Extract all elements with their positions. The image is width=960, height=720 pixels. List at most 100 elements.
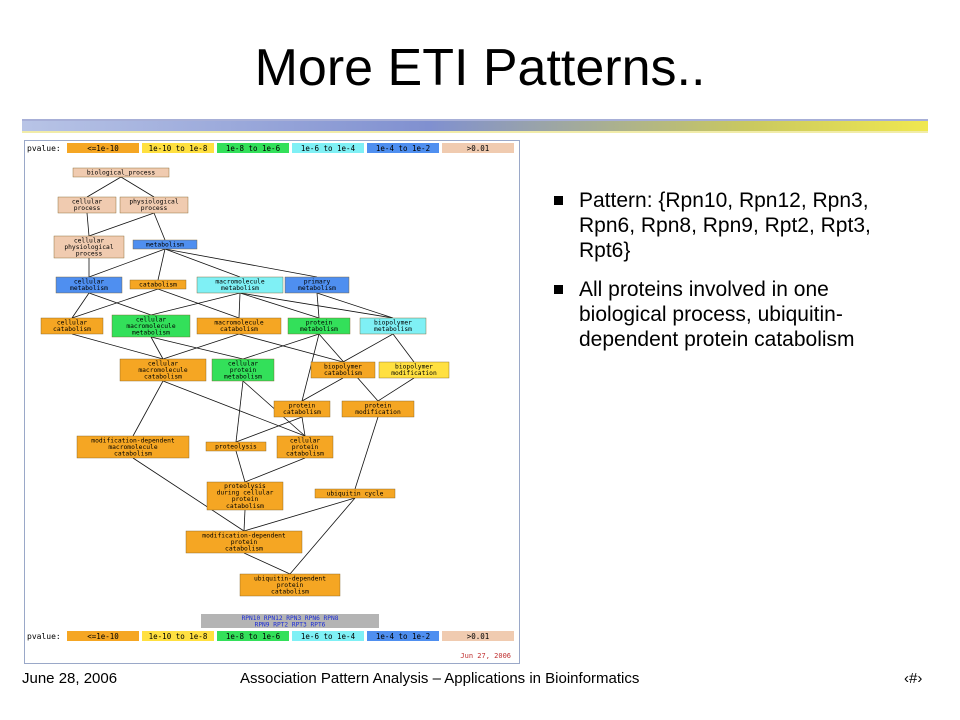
legend-label: 1e-10 to 1e-8 (149, 144, 208, 153)
legend-swatch (217, 143, 289, 153)
go-node-label: cellular (290, 437, 321, 444)
pvalue-label: pvalue: (27, 632, 61, 641)
legend-swatch (367, 143, 439, 153)
go-edge (243, 509, 246, 532)
go-node-label: catabolism (144, 374, 182, 381)
legend-label: 1e-4 to 1e-2 (376, 144, 430, 153)
go-node-label: process (76, 251, 103, 258)
go-node-box (341, 400, 415, 418)
go-edge (150, 336, 164, 360)
go-node-label: cellular (136, 316, 167, 323)
go-edge (243, 552, 291, 575)
go-node-label: biopolymer (374, 320, 412, 327)
go-node-label: cellular (74, 279, 105, 286)
go-node-box (111, 314, 191, 338)
gene-list-box (201, 614, 379, 628)
go-term-graph-figure: pvalue: <=1e-10 1e-10 to 1e-8 1e-8 to 1e-6 1… (24, 140, 520, 664)
bullet-item-pattern: Pattern: {Rpn10, Rpn12, Rpn3, Rpn6, Rpn8… (552, 188, 912, 263)
go-node-label: protein (277, 582, 304, 589)
go-edge (71, 288, 159, 319)
go-edge (132, 457, 245, 532)
go-node-label: metabolism (298, 285, 336, 292)
legend-swatch (442, 143, 514, 153)
go-node-label: process (141, 205, 168, 212)
go-node-label: protein (365, 403, 392, 410)
legend-label: 1e-8 to 1e-6 (226, 144, 281, 153)
go-edge (392, 333, 415, 363)
go-node-label: macromolecule (214, 320, 263, 327)
go-node-cat: catabolism (129, 279, 187, 290)
go-nodes: biological_processcellularprocessphysiol… (40, 167, 450, 597)
go-node-prot: proteolysis (205, 441, 267, 452)
legend-label: 1e-6 to 1e-4 (301, 144, 356, 153)
go-node-label: macromolecule (138, 367, 187, 374)
go-edge (239, 292, 320, 319)
go-node-label: catabolism (139, 281, 177, 288)
go-node-box (55, 276, 123, 294)
go-node-label: catabolism (53, 326, 91, 333)
go-node-label: proteolysis (215, 443, 257, 450)
go-node-label: cellular (228, 360, 259, 367)
go-node-label: protein (292, 444, 319, 451)
go-edge (239, 292, 394, 319)
go-node-box (284, 276, 350, 294)
go-node-label: macromolecule (126, 323, 175, 330)
go-edge (88, 212, 155, 237)
go-edge (153, 212, 166, 241)
go-edge (354, 416, 379, 490)
go-node-label: metabolism (132, 330, 170, 337)
go-edge (86, 212, 90, 237)
go-edge (238, 333, 344, 363)
go-node-label: protein (289, 403, 316, 410)
legend-label: 1e-8 to 1e-6 (226, 632, 281, 641)
title-underline-rule (22, 119, 928, 133)
go-node-box (359, 317, 427, 335)
go-node-label: biological_process (87, 169, 155, 176)
gene-list-line: RPN9 RPT2 RPT3 RPT6 (255, 622, 326, 629)
go-edge (301, 333, 320, 402)
go-edge (242, 333, 320, 360)
square-bullet-icon (554, 196, 563, 205)
bullet-list: Pattern: {Rpn10, Rpn12, Rpn3, Rpn6, Rpn8… (552, 188, 912, 366)
go-edge (301, 377, 344, 402)
legend-label: 1e-6 to 1e-4 (301, 632, 356, 641)
go-node-box (273, 400, 331, 418)
legend-swatch (67, 631, 139, 641)
bullet-item-process: All proteins involved in one biological … (552, 277, 912, 352)
go-node-label: catabolism (220, 326, 258, 333)
go-node-box (196, 276, 284, 294)
go-node-label: catabolism (283, 409, 321, 416)
go-node-label: macromolecule (108, 444, 157, 451)
go-node-met: metabolism (132, 239, 198, 250)
legend-label: <=1e-10 (87, 144, 119, 153)
go-edge (238, 292, 241, 319)
go-node-box (119, 358, 207, 382)
go-node-label: protein (232, 496, 259, 503)
go-node-label: biopolymer (395, 364, 433, 371)
legend-swatch (367, 631, 439, 641)
go-node-label: metabolism (221, 285, 259, 292)
legend-label: 1e-10 to 1e-8 (149, 632, 208, 641)
go-node-label: modification-dependent (91, 437, 175, 444)
go-edge (243, 497, 356, 532)
go-node-label: catabolism (225, 546, 263, 553)
footer-date: June 28, 2006 (22, 670, 118, 687)
figure-date-stamp: Jun 27, 2006 (460, 652, 511, 660)
go-node-label: metabolism (146, 241, 184, 248)
slide-title: More ETI Patterns.. (254, 39, 706, 97)
